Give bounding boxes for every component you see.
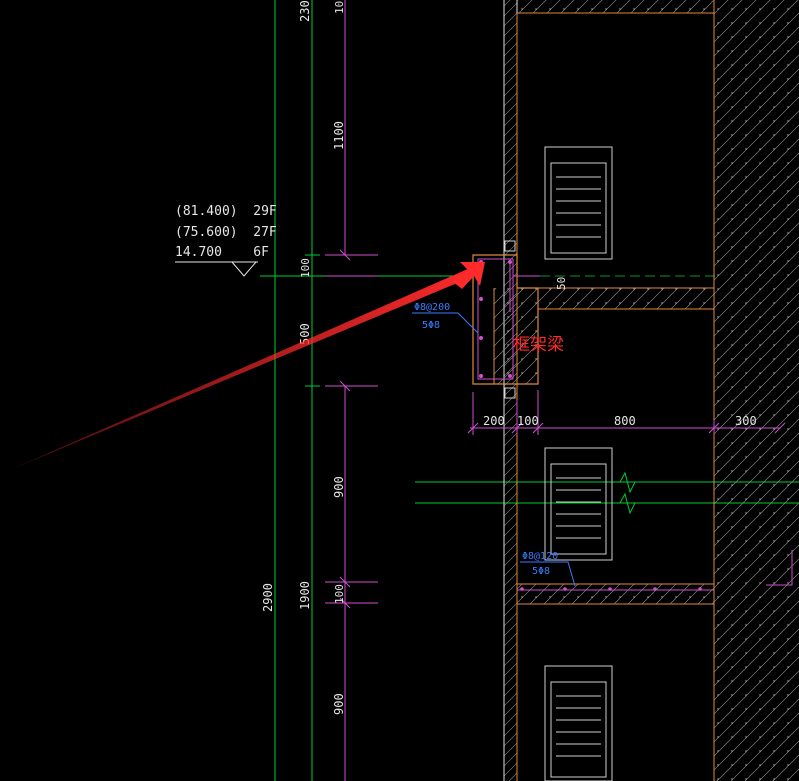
dim-h-300: 300 bbox=[735, 414, 757, 428]
dim-h-800: 800 bbox=[614, 414, 636, 428]
dim-1900: 1900 bbox=[298, 581, 312, 610]
wall-band bbox=[504, 0, 517, 781]
slab-rebar-dots bbox=[520, 587, 702, 591]
dim-1100: 1100 bbox=[332, 121, 346, 150]
dim-900-b: 900 bbox=[332, 693, 346, 715]
slab-low bbox=[517, 584, 714, 604]
annotation-arrow bbox=[10, 262, 485, 470]
frame-beam-section bbox=[472, 240, 540, 399]
slab-stirrup-text: Φ8@120 bbox=[522, 551, 558, 562]
beam-bars-text: 5Φ8 bbox=[422, 320, 440, 331]
beam-stirrup-text: Φ8@200 bbox=[414, 302, 450, 313]
louver-window bbox=[544, 146, 613, 260]
slab-top bbox=[517, 0, 714, 13]
annotation-label: 框架梁 bbox=[513, 335, 564, 355]
dim-h-50: 50 bbox=[555, 277, 568, 290]
beam-rebar-leader bbox=[412, 312, 479, 334]
slab-bars-text: 5Φ8 bbox=[532, 566, 550, 577]
slab-mid bbox=[538, 288, 714, 309]
louver-window bbox=[544, 665, 613, 781]
edge-dim bbox=[766, 550, 793, 586]
dim-h-200: 200 bbox=[483, 414, 505, 428]
dim-2900: 2900 bbox=[261, 583, 275, 612]
dim-100-top: 100 bbox=[333, 0, 346, 14]
dim-900-a: 900 bbox=[332, 476, 346, 498]
level-text-29f: (81.400) 29F bbox=[175, 204, 277, 219]
dim-h-100: 100 bbox=[517, 414, 539, 428]
vertical-dimensions bbox=[325, 0, 378, 781]
concrete-column bbox=[714, 0, 799, 781]
dim-100-mid: 100 bbox=[299, 258, 312, 278]
green-ticks bbox=[305, 254, 320, 387]
room-outlines bbox=[516, 13, 715, 781]
horizontal-dimensions bbox=[467, 390, 786, 435]
louver-window bbox=[544, 447, 613, 561]
level-text-6f: 14.700 6F bbox=[175, 245, 269, 260]
break-mark bbox=[612, 471, 642, 494]
elevation-marker bbox=[175, 261, 258, 277]
break-mark bbox=[612, 492, 642, 515]
dim-100-low: 100 bbox=[333, 584, 346, 604]
level-text-27f: (75.600) 27F bbox=[175, 225, 277, 240]
slab-rebar-leader bbox=[520, 561, 576, 587]
dim-230: 230 bbox=[298, 0, 312, 22]
